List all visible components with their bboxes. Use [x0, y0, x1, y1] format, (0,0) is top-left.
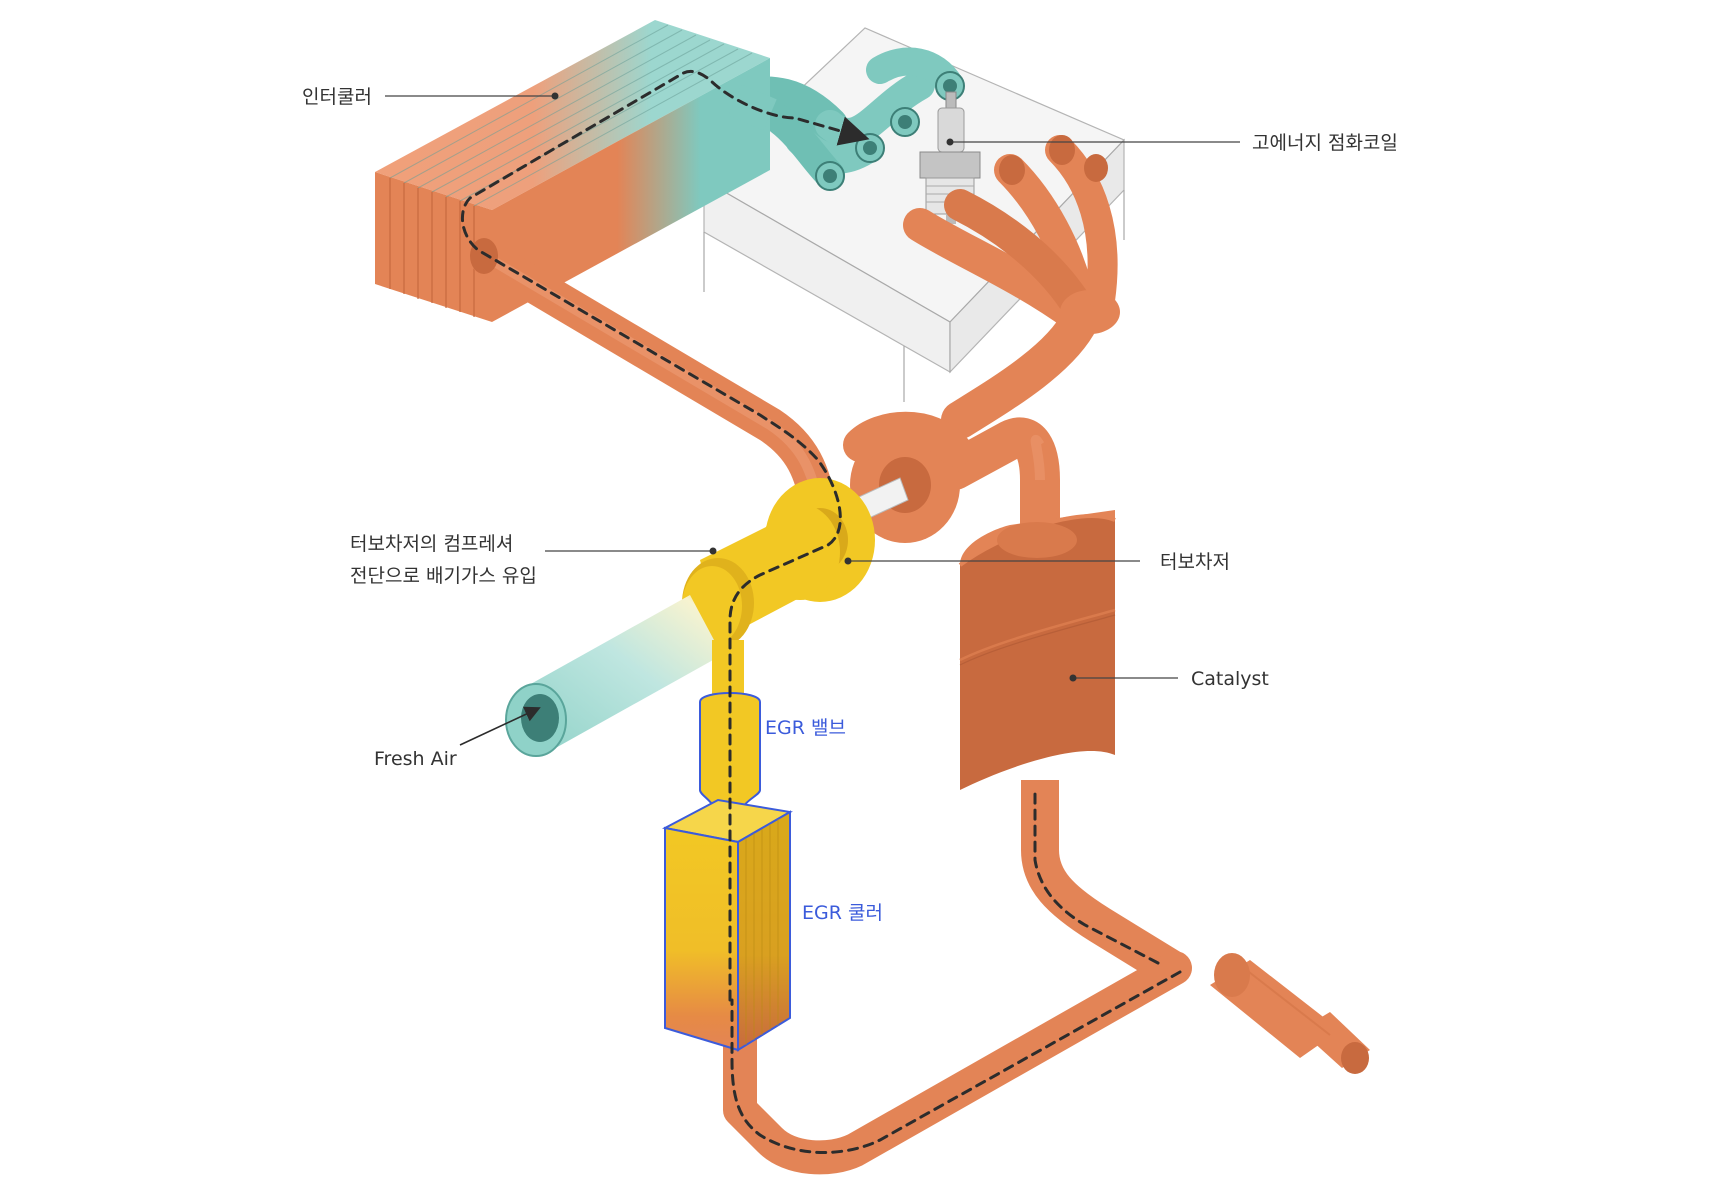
exhaust-manifold [903, 135, 1120, 439]
label-ignition-coil: 고에너지 점화코일 [946, 132, 1398, 154]
flow-arrow-icon [459, 706, 541, 746]
egr-pipe [712, 640, 744, 695]
compressor-inlet-label-line1: 터보차저의 컴프레셔 [350, 533, 513, 555]
intercooler-label: 인터쿨러 [302, 86, 372, 108]
ignition-coil-label: 고에너지 점화코일 [1252, 132, 1398, 154]
egr-cooler [662, 798, 793, 1052]
label-intercooler: 인터쿨러 [302, 86, 559, 108]
intercooler-to-compressor-pipe [470, 238, 838, 538]
compressor-inlet-label-line2: 전단으로 배기가스 유입 [350, 565, 537, 587]
fresh-air-inlet [459, 595, 722, 757]
turbocharger-label: 터보차저 [1160, 551, 1230, 573]
turbine-to-catalyst-pipe [935, 417, 1060, 560]
intake-manifold [717, 47, 965, 191]
label-egr-cooler: EGR 쿨러 [802, 902, 883, 924]
label-catalyst: Catalyst [1069, 668, 1269, 690]
flow-path [460, 69, 1182, 1154]
egr-cooler-label: EGR 쿨러 [802, 902, 883, 924]
catalyst [958, 510, 1116, 790]
exhaust-tail-pipe [723, 780, 1370, 1175]
label-fresh-air: Fresh Air [374, 748, 457, 770]
fresh-air-label: Fresh Air [374, 748, 457, 770]
egr-valve-label: EGR 밸브 [765, 717, 846, 739]
catalyst-label: Catalyst [1191, 668, 1269, 690]
label-turbocharger: 터보차저 [844, 551, 1230, 573]
intercooler [375, 20, 777, 322]
label-compressor-inlet: 터보차저의 컴프레셔 전단으로 배기가스 유입 [350, 533, 717, 587]
label-egr-valve: EGR 밸브 [765, 717, 846, 739]
